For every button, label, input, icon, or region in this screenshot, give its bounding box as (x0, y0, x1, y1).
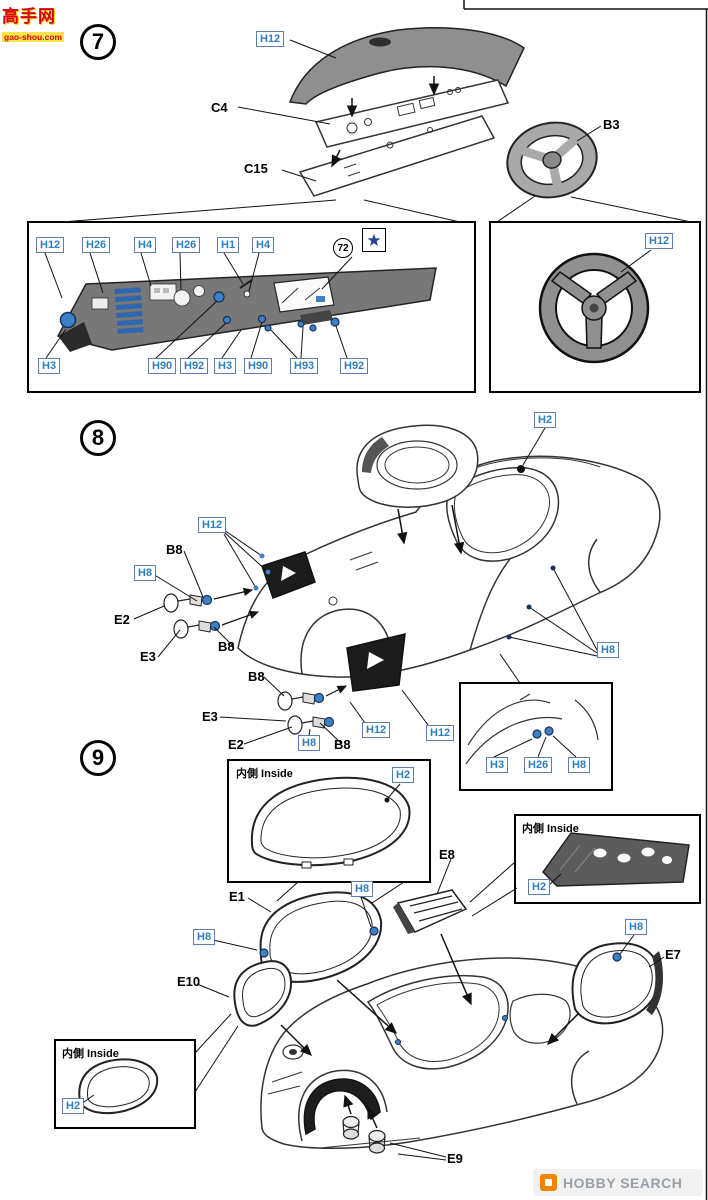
part-label-h12-wheel: H12 (645, 233, 674, 249)
part-label-h12-3: H12 (426, 725, 455, 741)
part-label-b8-2: B8 (218, 639, 235, 654)
part-label-e7: E7 (665, 947, 681, 962)
hobby-search-logo: HOBBY SEARCH (533, 1169, 703, 1196)
part-label-b8-3: B8 (248, 669, 265, 684)
part-label-h93-dash: H93 (290, 358, 319, 374)
part-label-h2-body: H2 (534, 412, 557, 428)
part-label-e9: E9 (447, 1151, 463, 1166)
leader-lines (44, 39, 692, 1161)
part-label-e3-2: E3 (202, 709, 218, 724)
part-label-e2-1: E2 (114, 612, 130, 627)
mirror-parts-cluster2-drawing (277, 685, 348, 735)
page-frame (463, 0, 708, 1200)
dashboard-detail-drawing (56, 267, 437, 352)
part-label-h3-dash2: H3 (214, 358, 237, 374)
inside-label-front: 内側 Inside (62, 1048, 119, 1060)
inside-label-rear: 内側 Inside (522, 823, 579, 835)
part-label-h8-box8: H8 (568, 757, 591, 773)
part-label-h2-rear: H2 (528, 879, 551, 895)
part-label-h90-dash1: H90 (148, 358, 177, 374)
dashboard-panel-drawing (298, 79, 510, 197)
part-label-h8-right: H8 (597, 642, 620, 658)
inside-label-windshield: 内側 Inside (236, 768, 293, 780)
part-label-h1-dash: H1 (217, 237, 240, 253)
part-label-h12-dash: H12 (36, 237, 65, 253)
part-label-e8: E8 (439, 847, 455, 862)
part-label-b3: B3 (603, 117, 620, 132)
louver-part-e8-drawing (393, 889, 472, 1006)
part-label-h8-e7: H8 (625, 919, 648, 935)
part-label-h8-1: H8 (134, 565, 157, 581)
leader-endpoint-dots (253, 553, 556, 640)
part-label-h3-box8: H3 (486, 757, 509, 773)
step9-number: 9 (80, 740, 116, 776)
body-detail-box-drawing (465, 693, 599, 765)
dashboard-cover-drawing (288, 27, 525, 105)
part-label-h8-2: H8 (298, 735, 321, 751)
rear-cover-inside-drawing (542, 832, 690, 887)
part-label-b8-4: B8 (334, 737, 351, 752)
part-label-e1: E1 (229, 889, 245, 904)
quarter-window-part-e10-drawing (233, 960, 313, 1057)
paint-callout-72: 72 (333, 238, 353, 258)
part-label-e2-2: E2 (228, 737, 244, 752)
part-label-h12-cover: H12 (256, 31, 285, 47)
part-label-h90-dash2: H90 (244, 358, 273, 374)
engine-cover-part-drawing (356, 424, 479, 555)
watermark-logo: 高手网 gao-shou.com (2, 2, 65, 45)
part-label-e3-1: E3 (140, 649, 156, 664)
watermark-title: 高手网 (2, 7, 56, 26)
part-label-h92-dash1: H92 (180, 358, 209, 374)
watermark-subtitle: gao-shou.com (2, 32, 65, 42)
part-label-h2-windshield: H2 (392, 767, 415, 783)
car-body-step9-drawing (260, 957, 664, 1149)
cylinder-parts-e9-drawing (342, 1094, 386, 1154)
star-icon: ★ (362, 228, 386, 252)
car-body-step8-drawing (237, 455, 661, 692)
part-label-h8-e1-right: H8 (351, 881, 374, 897)
part-label-h12-2: H12 (362, 722, 391, 738)
part-label-h26-dash2: H26 (172, 237, 201, 253)
part-label-h8-e1-left: H8 (193, 929, 216, 945)
part-label-c15: C15 (244, 161, 268, 176)
part-label-h2-front: H2 (62, 1098, 85, 1114)
steering-wheel-small-drawing (506, 121, 598, 199)
part-label-h26-dash1: H26 (82, 237, 111, 253)
windshield-inside-drawing (250, 776, 411, 869)
front-window-inside-drawing (78, 1058, 159, 1115)
part-label-h12-cluster: H12 (198, 517, 227, 533)
part-label-h26-box8: H26 (524, 757, 553, 773)
step7-number: 7 (80, 24, 116, 60)
steering-wheel-detail-drawing (538, 252, 650, 364)
part-label-c4: C4 (211, 100, 228, 115)
part-label-e10: E10 (177, 974, 201, 989)
part-label-h4-dash1: H4 (134, 237, 157, 253)
step8-number: 8 (80, 420, 116, 456)
part-label-h3-dash1: H3 (38, 358, 61, 374)
part-label-b8-1: B8 (166, 542, 183, 557)
part-label-h92-dash2: H92 (340, 358, 369, 374)
hobby-search-text: HOBBY SEARCH (563, 1174, 683, 1191)
assembly-arrows-step7 (331, 76, 440, 168)
hobby-search-icon (540, 1174, 557, 1191)
side-window-part-e7-drawing (546, 942, 664, 1046)
part-label-h4-dash2: H4 (252, 237, 275, 253)
